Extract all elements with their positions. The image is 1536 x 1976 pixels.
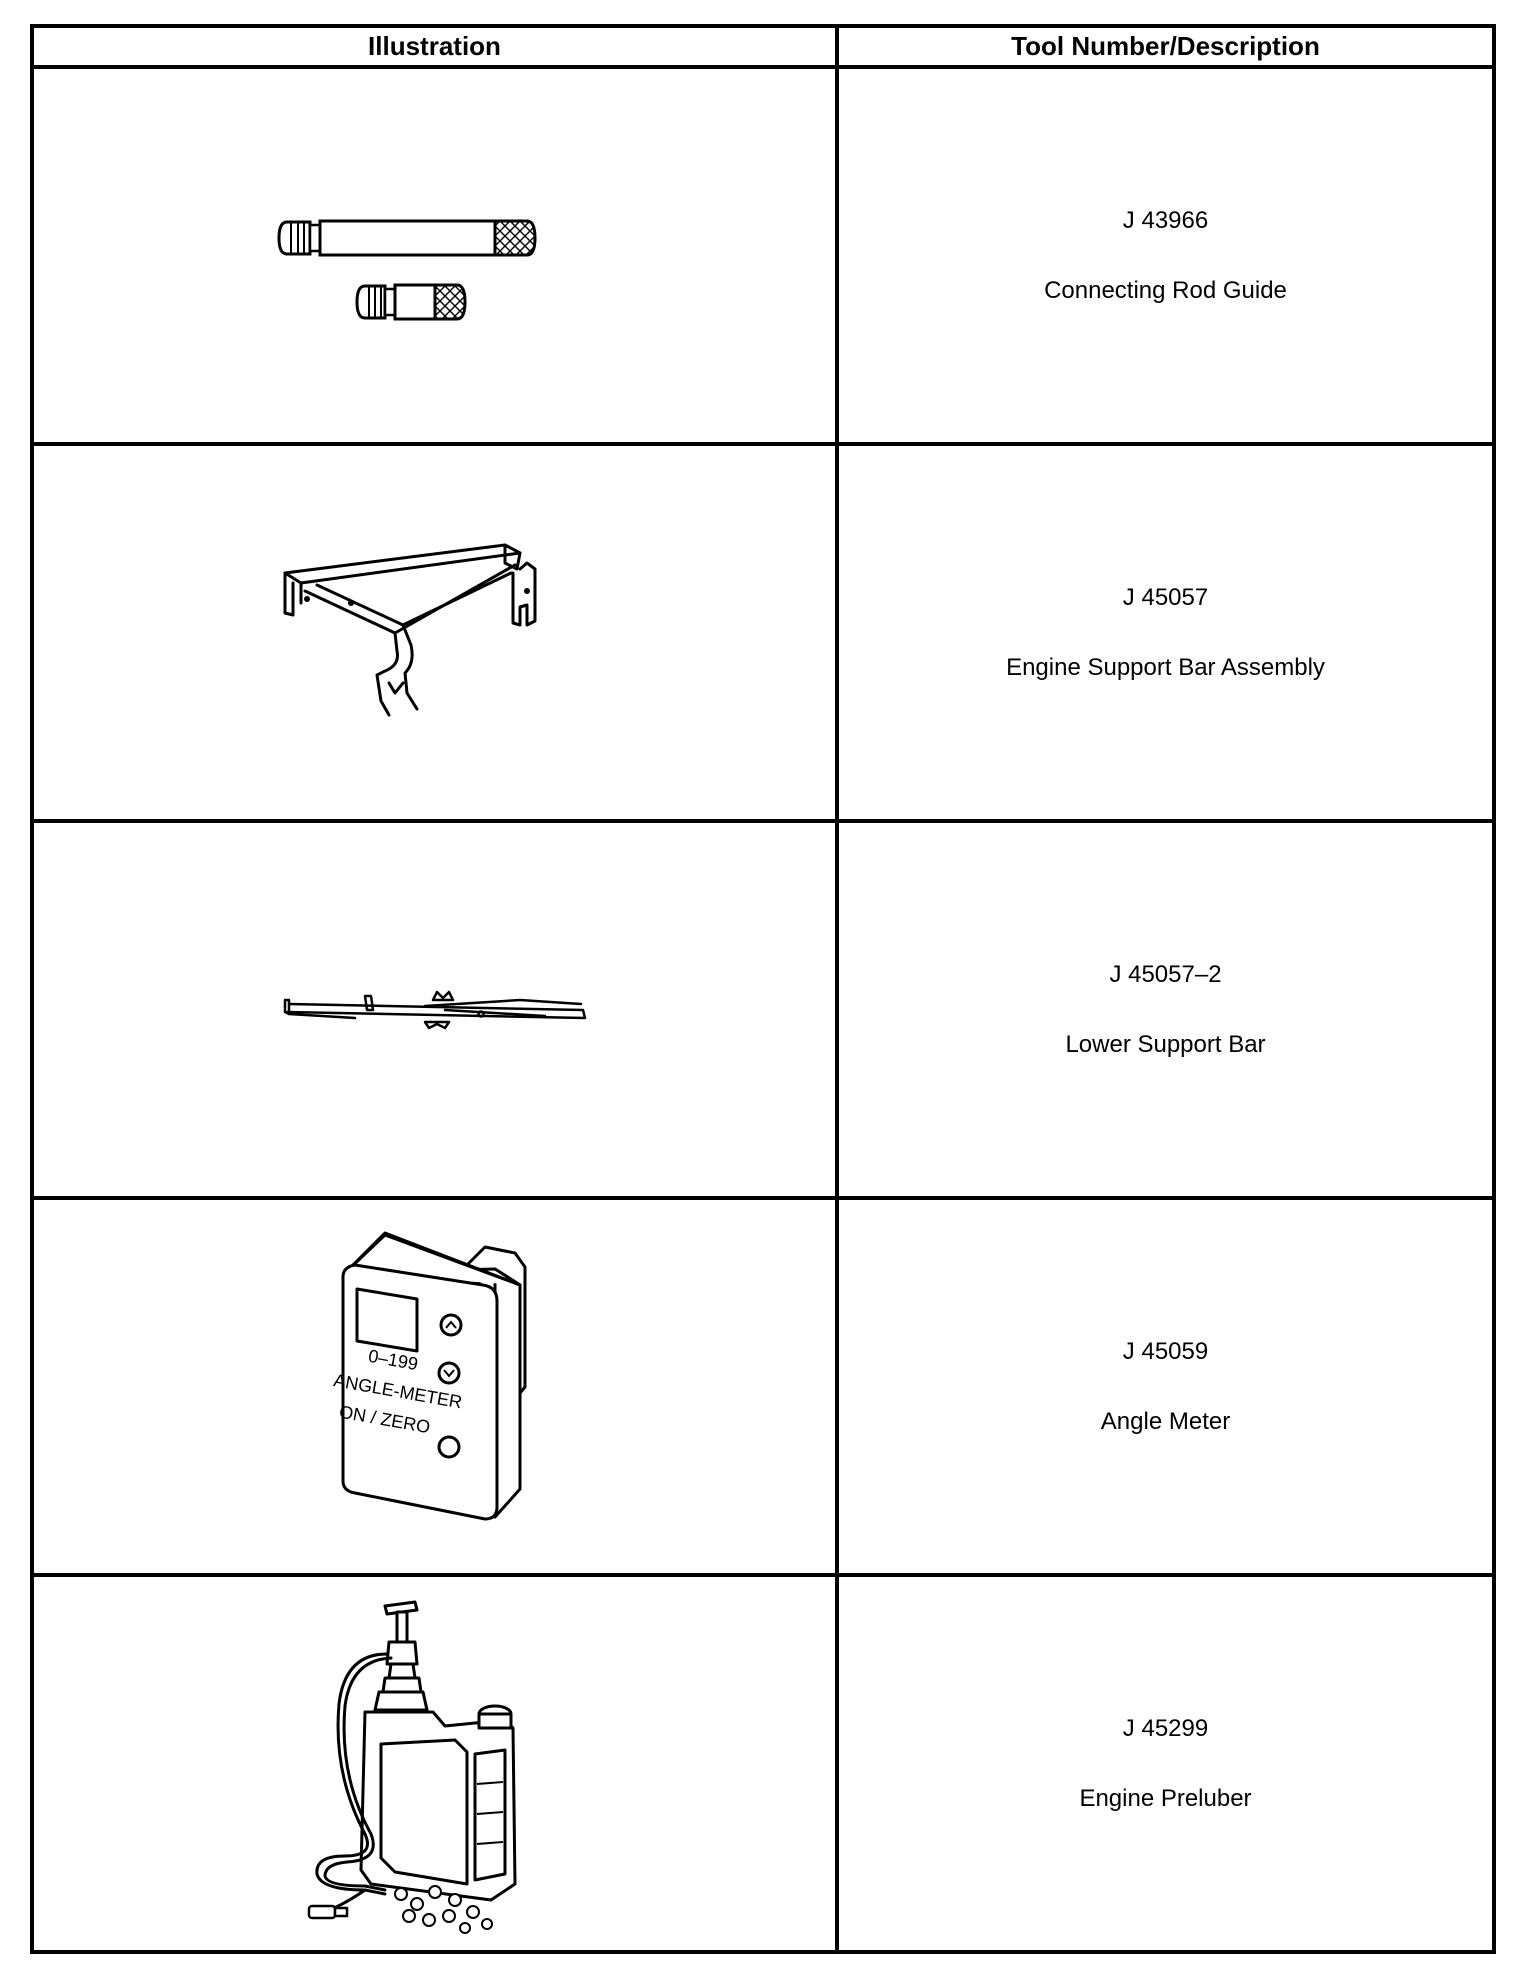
- special-tools-table: Illustration Tool Number/Description: [30, 24, 1496, 1954]
- tool-description-cell: J 45057 Engine Support Bar Assembly: [835, 442, 1496, 823]
- tool-description-cell: J 45057–2 Lower Support Bar: [835, 819, 1496, 1200]
- tool-description-cell: J 45059 Angle Meter: [835, 1196, 1496, 1577]
- tool-description: Engine Preluber: [1079, 1784, 1252, 1812]
- table-header-row: Illustration Tool Number/Description: [30, 24, 1496, 69]
- tool-description: Angle Meter: [1100, 1407, 1231, 1435]
- table-row: J 45299 Engine Preluber: [30, 1573, 1496, 1954]
- tool-number: J 45299: [1122, 1714, 1209, 1742]
- tool-description-cell: J 43966 Connecting Rod Guide: [835, 65, 1496, 446]
- connecting-rod-guide-icon: [276, 219, 537, 320]
- illustration-cell: [30, 65, 839, 446]
- table-row: J 45057 Engine Support Bar Assembly: [30, 442, 1496, 823]
- tool-description: Engine Support Bar Assembly: [1006, 653, 1325, 681]
- illustration-cell: [30, 819, 839, 1200]
- tool-number: J 45059: [1122, 1337, 1209, 1365]
- illustration-cell: 0–199 ANGLE-METER ON / ZERO: [30, 1196, 839, 1577]
- illustration-cell: [30, 1573, 839, 1954]
- tool-description: Lower Support Bar: [1065, 1030, 1266, 1058]
- header-tool-description: Tool Number/Description: [835, 24, 1496, 69]
- table-row: J 43966 Connecting Rod Guide: [30, 65, 1496, 446]
- table-row: J 45057–2 Lower Support Bar: [30, 819, 1496, 1200]
- tool-number: J 43966: [1122, 206, 1209, 234]
- table-row: 0–199 ANGLE-METER ON / ZERO J 45059 Angl…: [30, 1196, 1496, 1577]
- engine-preluber-icon: [307, 1600, 516, 1934]
- engine-support-bar-icon: [283, 543, 536, 716]
- tool-number: J 45057: [1122, 583, 1209, 611]
- illustration-cell: [30, 442, 839, 823]
- tool-description-cell: J 45299 Engine Preluber: [835, 1573, 1496, 1954]
- tool-number: J 45057–2: [1109, 960, 1222, 988]
- lower-support-bar-icon: [283, 990, 586, 1029]
- header-illustration: Illustration: [30, 24, 839, 69]
- angle-meter-icon: 0–199 ANGLE-METER ON / ZERO: [332, 1231, 526, 1520]
- tool-description: Connecting Rod Guide: [1044, 276, 1287, 304]
